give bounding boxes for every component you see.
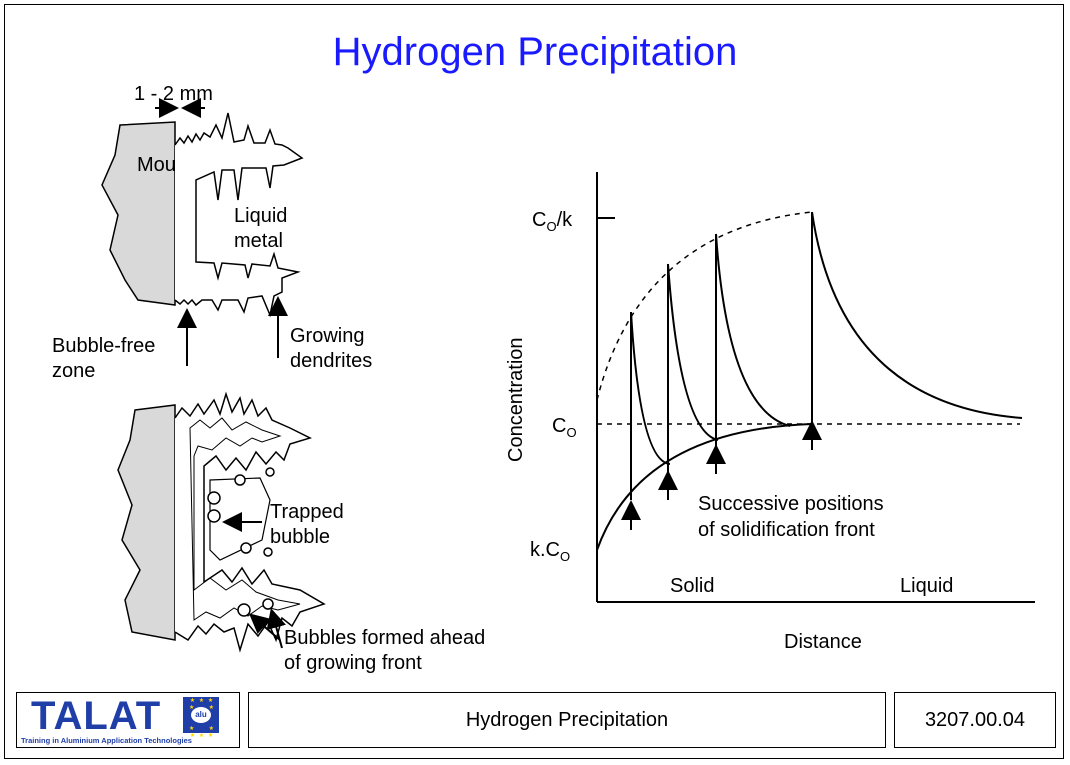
bubble-free-label-1: Bubble-free <box>52 335 155 357</box>
slide-title: Hydrogen Precipitation <box>332 30 738 74</box>
x-axis-label: Distance <box>784 631 862 653</box>
bubble-circle <box>262 598 274 610</box>
formed-arrow-2 <box>266 608 286 649</box>
profile-4 <box>811 211 1023 424</box>
solid-region-label: Solid <box>670 575 714 597</box>
slide-frame <box>4 4 1064 759</box>
dimension-label: 1 - 2 mm <box>134 83 213 105</box>
bubble-circle <box>234 474 246 486</box>
concentration-graph: CO/k CO k.CO Concentration Distance Succ… <box>505 172 1035 653</box>
dendrite-outline-upper <box>174 112 304 318</box>
front-annotation-2: of solidification front <box>698 519 875 541</box>
bubble-circle <box>263 547 273 557</box>
liquid-region-label: Liquid <box>900 575 953 597</box>
upper-dashed-curve <box>596 211 813 401</box>
growing-label-1: Growing <box>290 325 364 347</box>
footer-bar: TALAT ★ ★ ★★ ★★ ★★ ★ ★ alu Training in A… <box>16 692 1056 748</box>
solid-equilibrium-curve <box>596 423 813 551</box>
formed-label-2: of growing front <box>284 652 422 674</box>
y-axis-label: Concentration <box>505 337 527 462</box>
logo-text: TALAT <box>31 694 162 738</box>
trapped-label-2: bubble <box>270 526 330 548</box>
bubble-circle <box>237 603 251 617</box>
liquid-label-1: Liquid <box>234 205 287 227</box>
formed-arrow-1 <box>248 613 281 641</box>
bubble-circle <box>240 542 252 554</box>
bubble-circle <box>207 509 221 523</box>
trapped-label-1: Trapped <box>270 501 344 523</box>
formed-label-1: Bubbles formed ahead <box>284 627 485 649</box>
profile-2 <box>667 263 719 474</box>
logo-subtitle: Training in Aluminium Application Techno… <box>21 736 192 745</box>
mould-diagram-upper: Mould 1 - 2 mm Liquid metal Bubble-free … <box>52 83 372 382</box>
bubble-circle <box>265 467 275 477</box>
bubble-free-label-2: zone <box>52 360 95 382</box>
footer-code: 3207.00.04 <box>894 692 1056 748</box>
profile-3 <box>715 233 791 452</box>
y-tick-co-k: CO/k <box>532 209 573 234</box>
slide-diagrams: Mould 1 - 2 mm Liquid metal Bubble-free … <box>52 83 1035 674</box>
mould-block <box>101 121 176 306</box>
liquid-label-2: metal <box>234 230 283 252</box>
profile-1 <box>630 311 671 500</box>
growing-label-2: dendrites <box>290 350 372 372</box>
bubble-circle <box>207 491 221 505</box>
mould-diagram-lower: Trapped bubble Bubbles formed ahead of g… <box>117 391 485 674</box>
mould-block-lower <box>117 404 176 641</box>
talat-logo: TALAT ★ ★ ★★ ★★ ★★ ★ ★ alu Training in A… <box>16 692 240 748</box>
front-annotation-1: Successive positions <box>698 493 884 515</box>
eu-flag-icon: ★ ★ ★★ ★★ ★★ ★ ★ alu <box>183 697 219 739</box>
y-tick-co: CO <box>552 415 577 440</box>
y-tick-kco: k.CO <box>530 539 570 564</box>
footer-title: Hydrogen Precipitation <box>248 692 886 748</box>
